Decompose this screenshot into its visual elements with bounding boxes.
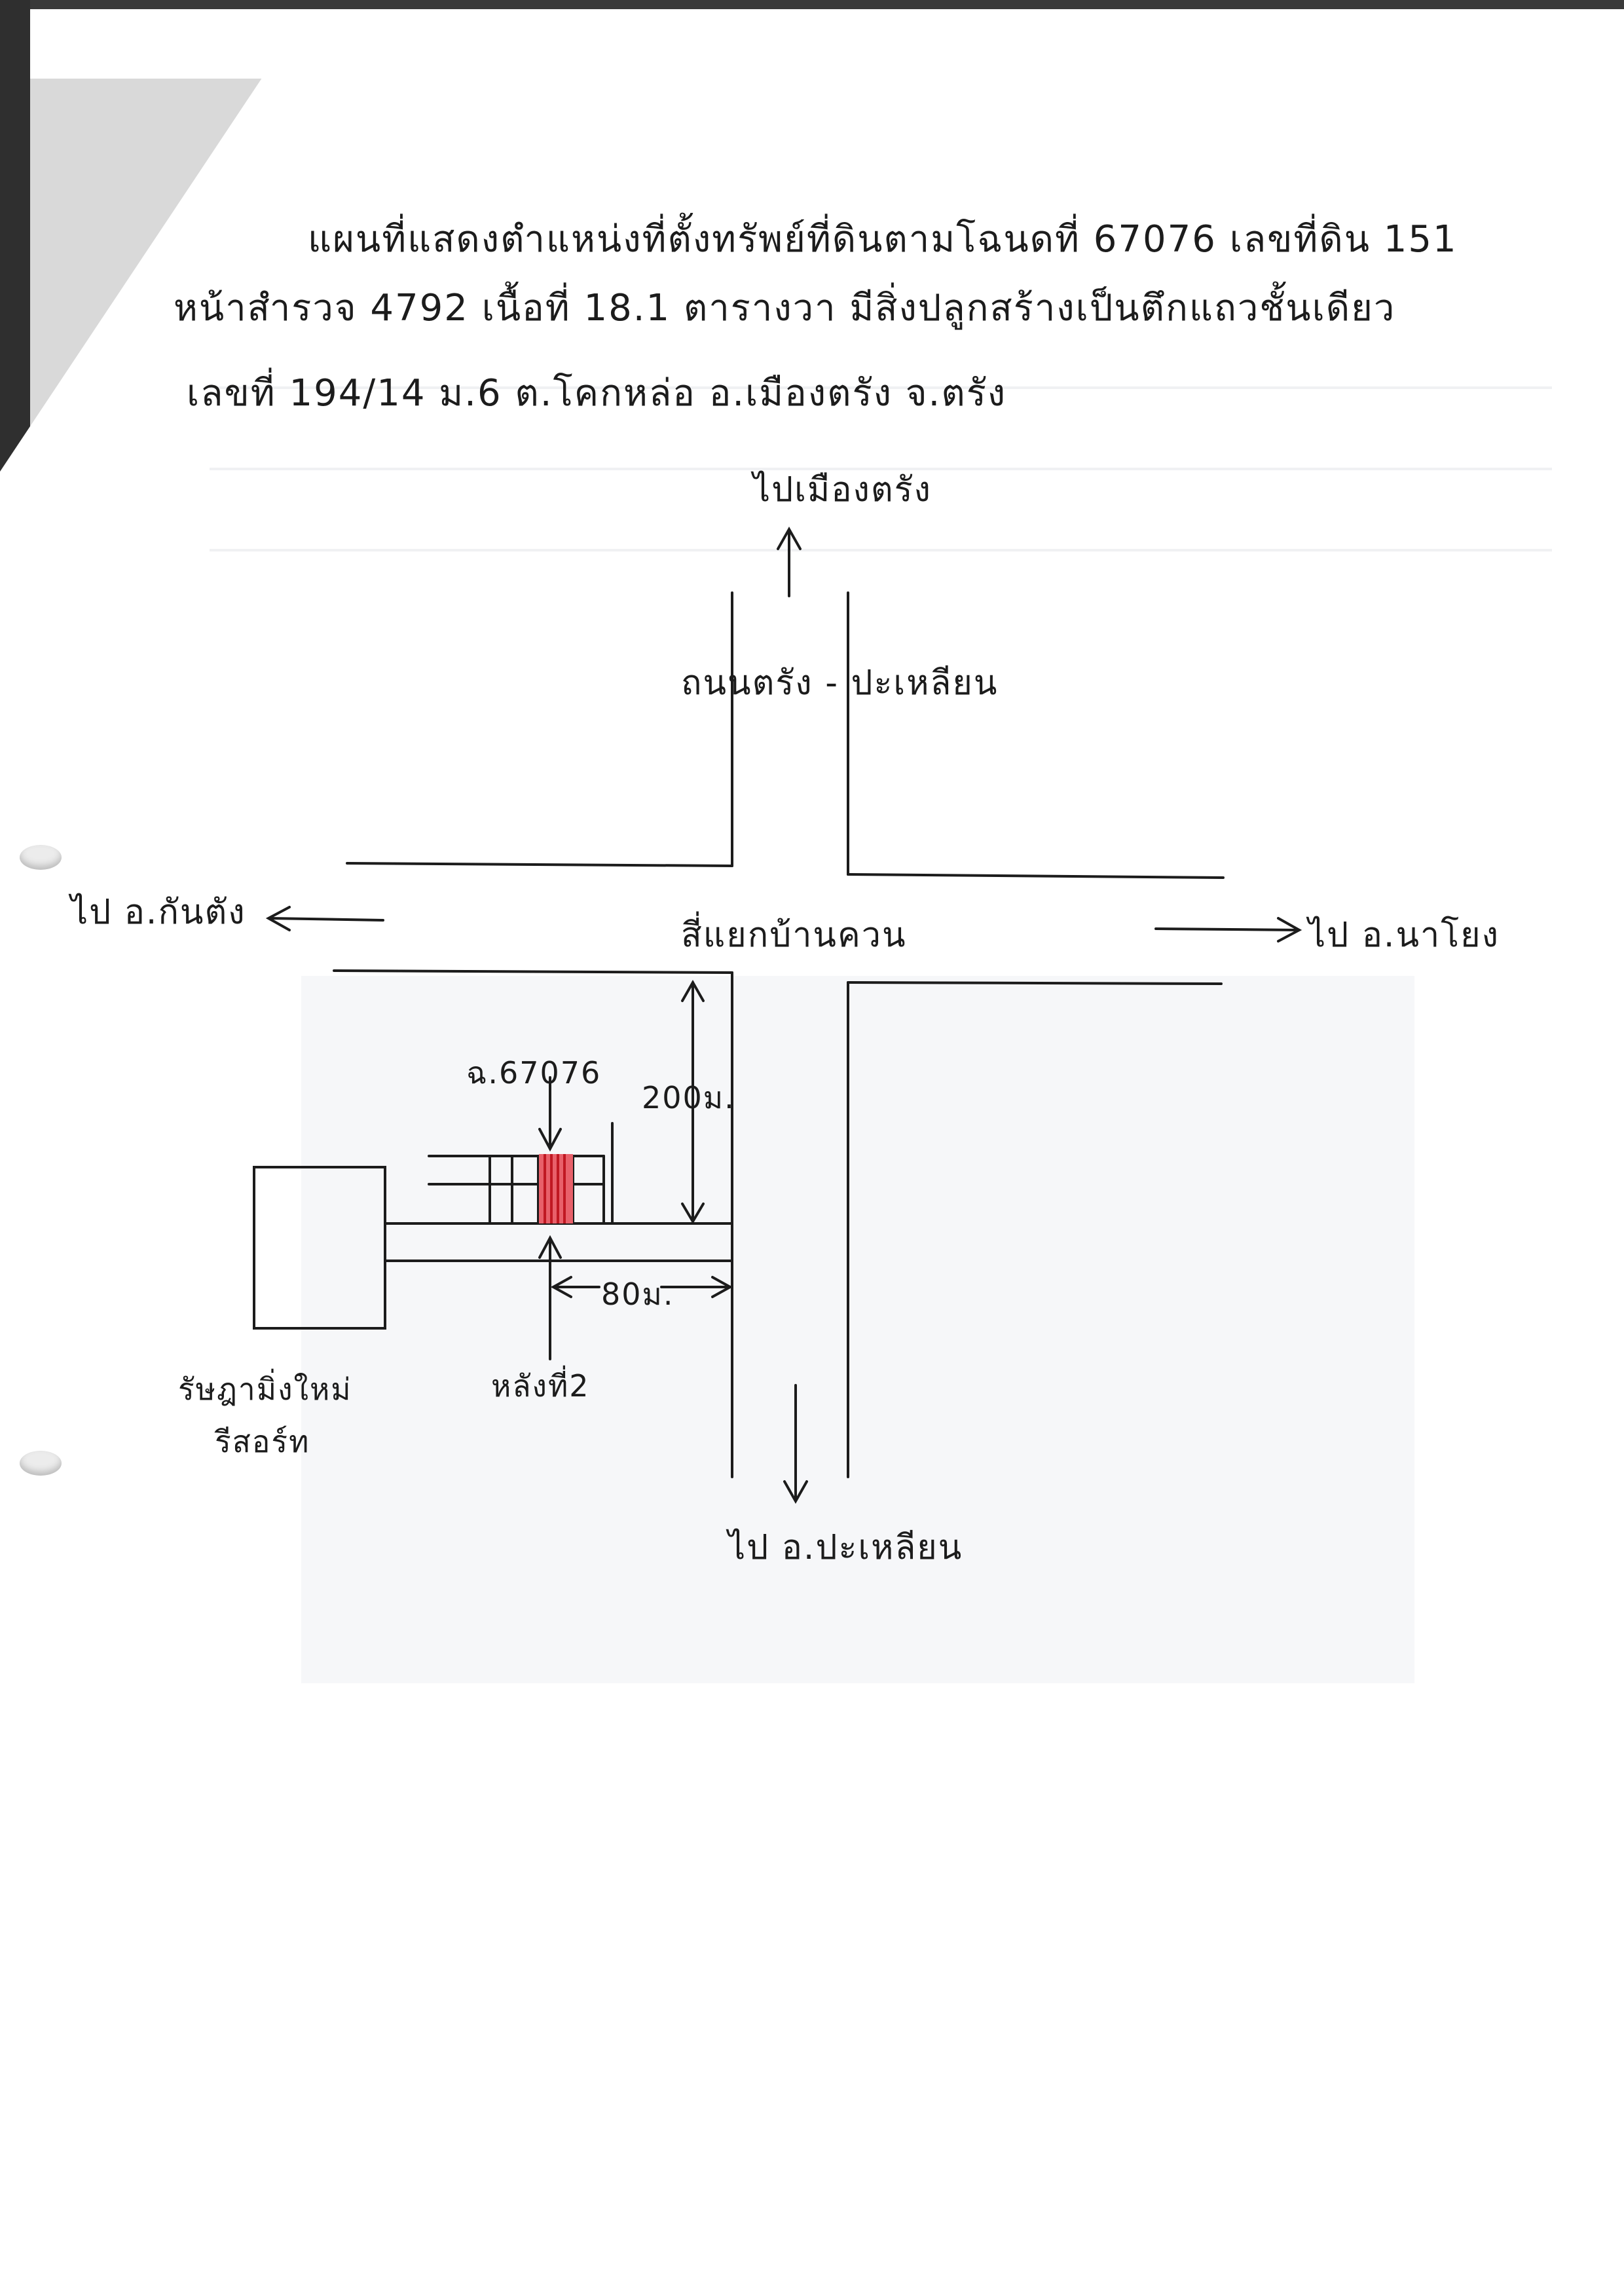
bleed-through-text bbox=[210, 314, 1552, 563]
east-arrow bbox=[1154, 917, 1302, 942]
punch-hole-top bbox=[20, 845, 62, 870]
distance-200m-arrow bbox=[681, 979, 705, 1224]
deed-pointer-arrow bbox=[538, 1076, 562, 1152]
east-destination-label: ไป อ.นาโยง bbox=[1308, 916, 1500, 955]
main-road-south bbox=[731, 971, 849, 1478]
punch-hole-bottom bbox=[20, 1451, 62, 1476]
map-title-line-2: หน้าสำรวจ 4792 เนื้อที่ 18.1 ตารางวา มีส… bbox=[174, 287, 1396, 329]
landmark-label-line-2: รีสอร์ท bbox=[215, 1424, 310, 1459]
north-arrow bbox=[777, 526, 802, 597]
distance-80m-arrow bbox=[550, 1276, 733, 1298]
cross-road bbox=[333, 862, 1225, 985]
paper-bleed-area bbox=[301, 976, 1414, 1683]
deed-number-label: ฉ.67076 bbox=[466, 1055, 602, 1091]
main-road-north bbox=[731, 591, 849, 876]
scanner-edge-left bbox=[0, 0, 30, 472]
landmark-label-line-1: รัษฎามิ่งใหม่ bbox=[178, 1371, 352, 1407]
south-destination-label: ไป อ.ปะเหลียน bbox=[728, 1528, 963, 1567]
west-arrow bbox=[265, 906, 384, 931]
road-name-label: ถนนตรัง - ปะเหลียน bbox=[681, 663, 999, 703]
building-pointer-arrow bbox=[538, 1235, 562, 1360]
north-destination-label: ไปเมืองตรัง bbox=[753, 470, 932, 510]
subject-plot bbox=[539, 1154, 573, 1223]
distance-80m-label: 80ม. bbox=[601, 1277, 674, 1312]
west-destination-label: ไป อ.กันตัง bbox=[71, 893, 246, 932]
map-title-line-3: เลขที่ 194/14 ม.6 ต.โคกหล่อ อ.เมืองตรัง … bbox=[187, 372, 1007, 415]
building-2-label: หลังที่2 bbox=[491, 1368, 590, 1404]
south-arrow bbox=[783, 1384, 808, 1504]
resort-building bbox=[253, 1166, 386, 1330]
scanner-edge-top bbox=[0, 0, 1624, 9]
intersection-label: สี่แยกบ้านควน bbox=[681, 916, 907, 955]
distance-200m-label: 200ม. bbox=[642, 1080, 735, 1115]
map-title-line-1: แผนที่แสดงตำแหน่งที่ตั้งทรัพย์ที่ดินตามโ… bbox=[308, 218, 1458, 261]
